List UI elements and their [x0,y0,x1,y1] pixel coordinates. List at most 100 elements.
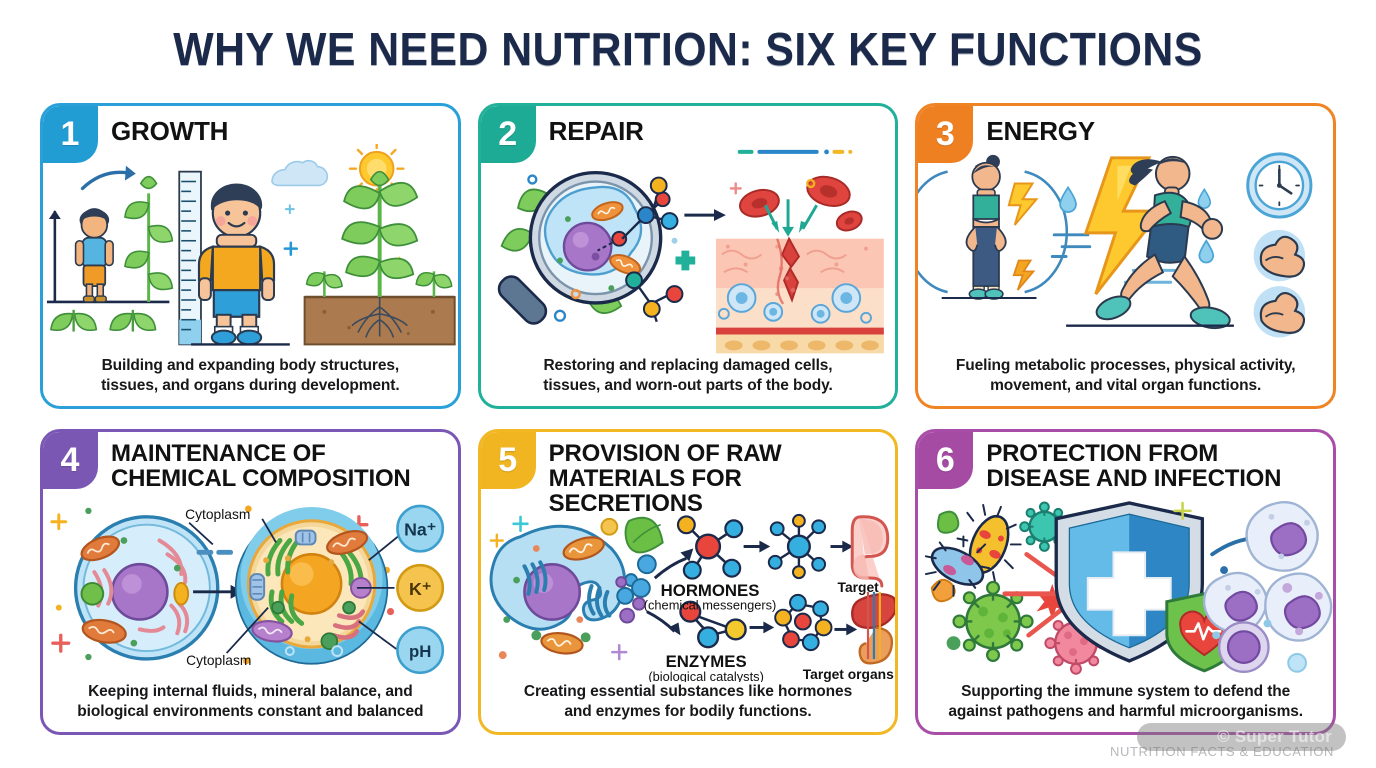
card-number-badge: 3 [918,106,974,163]
plus-icon [675,250,695,271]
secreting-cell-icon [489,525,626,656]
mitochondria-icon [326,530,369,556]
white-blood-cell-icon [1218,621,1270,674]
mitochondria-icon [539,632,584,656]
provision-illustration: HORMONES (chemical messengers) Target EN… [481,509,896,682]
card-caption: Building and expanding body structures, … [101,357,400,394]
red-blood-cell-icon [738,188,780,218]
energy-illustration [918,144,1333,356]
dot-icon [946,636,961,651]
dot-icon [1263,619,1272,628]
white-blood-cell-icon [1245,501,1320,573]
plant-sprout-icon [415,271,453,298]
molecule-icon [678,601,747,649]
card-title: ENERGY [986,116,1095,146]
cell-plain-icon [73,515,220,662]
card-title: GROWTH [111,116,229,146]
dot-icon [553,309,566,322]
mitochondria-icon [81,619,127,645]
dot-icon [600,518,618,537]
card-title: PROVISION OF RAW MATERIALS FOR SECRETION… [548,440,782,518]
arrow-right-icon [653,548,693,580]
lightning-bolt-icon [1007,182,1039,226]
sparkle-icon [283,241,299,256]
arrow-down-icon [763,204,779,233]
sparkle-icon [610,644,628,661]
dot-icon [1212,631,1221,640]
dash-decor-icon [737,149,852,155]
liver-stomach-icon [850,592,896,665]
speed-lines-icon [1051,233,1092,259]
sparkle-icon [489,533,504,549]
clock-icon [1246,152,1313,219]
mitochondria-icon [608,254,641,275]
label-target: Target [837,579,879,595]
label-hormones: HORMONES [660,581,759,600]
label-enzymes-sub: (biological catalysts) [648,669,763,682]
label-target-organs: Target organs [802,666,893,682]
card-number-badge: 1 [42,106,98,163]
watermark-credit: © Super Tutor [1217,727,1332,746]
maintenance-illustration: Na⁺ K⁺ pH Cytoplasm Cytoplasm [43,485,458,682]
virus-icon [952,581,1034,663]
vesicle-icon [614,554,657,625]
card-title: PROTECTION FROM DISEASE AND INFECTION [986,440,1282,493]
repair-illustration [481,144,896,356]
card-energy[interactable]: 3 ENERGY [915,103,1336,409]
card-maintenance[interactable]: 4 MAINTENANCE OF CHEMICAL COMPOSITION [40,429,461,735]
ion-bubble-icon: pH [396,626,445,675]
plant-sprout-icon [124,175,174,302]
red-blood-cell-icon [805,175,851,207]
intestine-icon [850,515,889,588]
red-blood-cell-icon [835,210,863,232]
label-cytoplasm-bottom: Cytoplasm [186,652,251,668]
card-repair[interactable]: 2 REPAIR [477,103,899,409]
virus-icon [1036,584,1069,620]
water-drop-icon [1198,239,1215,264]
plant-sprout-icon [50,309,98,332]
medical-cross-icon [1087,551,1173,637]
page-title: WHY WE NEED NUTRITION: SIX KEY FUNCTIONS [173,23,1203,75]
cell-icon [810,303,831,324]
dot-icon [570,288,581,300]
card-protection[interactable]: 6 PROTECTION FROM DISEASE AND INFECTION [915,429,1336,735]
arrow-right-icon [749,622,774,634]
child-small-icon [74,208,114,303]
muscle-flex-icon [1253,286,1306,338]
sparkle-icon [284,204,295,215]
lightning-bolt-icon [1012,259,1036,291]
label-enzymes: ENZYMES [665,652,746,671]
card-number-badge: 5 [480,432,536,489]
label-cytoplasm-top: Cytoplasm [185,506,250,522]
label-hormones-sub: (chemical messengers) [643,598,776,613]
molecule-icon [676,515,743,581]
growth-arrow-icon [80,170,134,191]
sparkle-icon [511,516,529,533]
protection-illustration [918,485,1333,682]
dot-icon [805,178,816,189]
molecule-icon [767,514,826,580]
water-drop-icon [1059,185,1078,213]
card-number-badge: 6 [918,432,974,489]
arrow-down-icon [798,204,818,233]
height-arrow-icon [48,210,61,302]
card-provision[interactable]: 5 PROVISION OF RAW MATERIALS FOR SECRETI… [477,429,899,735]
dot-icon [526,174,538,185]
bacteria-icon [931,579,957,603]
card-caption: Creating essential substances like hormo… [523,683,853,720]
growth-illustration [43,144,458,356]
ion-label-na: Na⁺ [404,520,436,540]
card-caption: Fueling metabolic processes, physical ac… [955,357,1296,394]
child-large-icon [197,183,276,346]
watermark-subtitle: NUTRITION FACTS & EDUCATION [1110,744,1334,759]
ion-bubble-icon: Na⁺ [396,505,445,554]
watermark-pill [1137,723,1346,751]
soil-roots-icon [303,295,456,346]
card-number-badge: 2 [480,106,536,163]
magnifier-icon [497,170,663,325]
ion-label-k: K⁺ [409,579,431,599]
ion-bubble-icon: K⁺ [396,564,445,613]
standing-woman-icon [965,154,1007,300]
arrow-right-icon [645,610,681,636]
card-growth[interactable]: 1 GROWTH [40,103,461,409]
